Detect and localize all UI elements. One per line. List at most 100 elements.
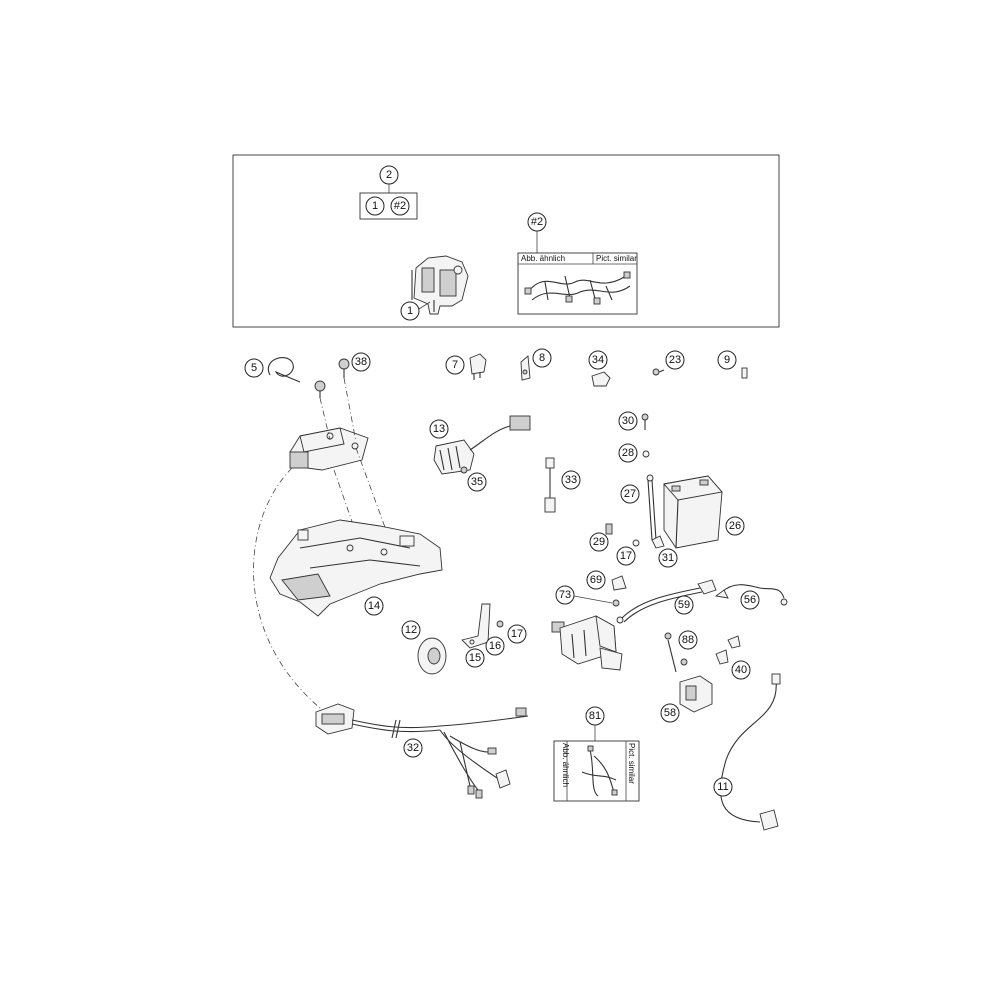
svg-text:#2: #2 <box>531 216 543 228</box>
callout-27[interactable]: 27 <box>620 484 640 504</box>
ground-cable-56-drawing <box>714 584 788 606</box>
screw-30-drawing <box>641 413 649 430</box>
callout-34[interactable]: 34 <box>588 350 608 370</box>
starter-motor-drawing <box>551 615 623 671</box>
callout-15[interactable]: 15 <box>465 648 485 668</box>
screw-35-drawing <box>460 466 468 474</box>
callout-58[interactable]: 58 <box>660 703 680 723</box>
callout-56[interactable]: 56 <box>740 590 760 610</box>
callout-59[interactable]: 59 <box>674 595 694 615</box>
starter-relay-drawing <box>679 675 713 713</box>
callout-12[interactable]: 12 <box>401 620 421 640</box>
harness-note-box <box>517 252 638 315</box>
callout-harness[interactable]: #2 <box>527 212 547 232</box>
svg-text:88: 88 <box>682 634 694 646</box>
callout-40[interactable]: 40 <box>731 660 751 680</box>
callout-17-upper[interactable]: 17 <box>616 546 636 566</box>
svg-text:7: 7 <box>452 359 458 371</box>
subharness-note-box <box>553 740 640 802</box>
note-label-english: Pict. similar <box>596 254 637 263</box>
svg-text:#2: #2 <box>394 200 406 212</box>
callout-17-lower[interactable]: 17 <box>507 624 527 644</box>
svg-text:58: 58 <box>664 707 676 719</box>
callout-30[interactable]: 30 <box>618 411 638 431</box>
callout-88[interactable]: 88 <box>678 630 698 650</box>
callout-8[interactable]: 8 <box>532 348 552 368</box>
svg-text:17: 17 <box>620 550 632 562</box>
screw-29-drawing <box>605 523 613 535</box>
kit-contents-item-harness[interactable]: #2 <box>390 196 410 216</box>
kit-contents-box <box>359 192 418 220</box>
svg-text:11: 11 <box>717 781 728 793</box>
screw-88-drawing <box>664 632 688 673</box>
callout-28[interactable]: 28 <box>618 443 638 463</box>
bracket-8-drawing <box>520 355 531 381</box>
main-harness-drawing <box>524 271 631 305</box>
svg-text:59: 59 <box>678 599 690 611</box>
svg-text:2: 2 <box>386 169 392 181</box>
note-label-german: Abb. ähnlich <box>521 254 565 263</box>
note-label-german-rotated: Abb. ähnlich <box>561 743 570 787</box>
svg-text:8: 8 <box>539 352 545 364</box>
note-label-english-rotated: Pict. similar <box>627 743 636 784</box>
callout-69[interactable]: 69 <box>586 570 606 590</box>
svg-text:69: 69 <box>590 574 602 586</box>
callout-7[interactable]: 7 <box>445 355 465 375</box>
svg-text:1: 1 <box>372 200 378 212</box>
clip-40-drawing <box>715 635 741 665</box>
svg-text:35: 35 <box>471 476 483 488</box>
svg-text:31: 31 <box>662 552 674 564</box>
clamp-34-drawing <box>591 371 611 387</box>
washer-28-drawing <box>642 450 650 458</box>
svg-text:9: 9 <box>724 354 730 366</box>
callout-33[interactable]: 33 <box>561 470 581 490</box>
callout-35[interactable]: 35 <box>467 472 487 492</box>
callout-29[interactable]: 29 <box>589 532 609 552</box>
svg-text:32: 32 <box>407 742 419 754</box>
svg-text:40: 40 <box>735 664 747 676</box>
callout-2[interactable]: 2 <box>379 165 399 185</box>
nut-17-lower-drawing <box>496 620 504 628</box>
kit-frame <box>232 154 780 328</box>
callout-38[interactable]: 38 <box>351 352 371 372</box>
svg-text:33: 33 <box>565 474 577 486</box>
starter-cable-59-drawing <box>616 579 717 624</box>
callout-9[interactable]: 9 <box>717 350 737 370</box>
callout-81[interactable]: 81 <box>585 706 605 726</box>
callout-31[interactable]: 31 <box>658 548 678 568</box>
svg-text:14: 14 <box>368 600 380 612</box>
callout-32[interactable]: 32 <box>403 738 423 758</box>
cable-11-drawing <box>719 673 781 831</box>
battery-drawing <box>663 475 723 549</box>
nut-73-drawing <box>573 595 620 607</box>
ecu-harness-drawing <box>315 703 529 799</box>
svg-text:15: 15 <box>469 652 481 664</box>
svg-text:56: 56 <box>744 594 756 606</box>
fuse-33-drawing <box>544 457 556 513</box>
fuse-bracket-drawing <box>411 255 469 315</box>
nut-23-drawing <box>652 368 665 376</box>
callout-26[interactable]: 26 <box>725 516 745 536</box>
kit-contents-item-1[interactable]: 1 <box>365 196 385 216</box>
cap-69-drawing <box>611 575 627 591</box>
subharness-drawing <box>581 745 618 797</box>
svg-text:16: 16 <box>489 640 501 652</box>
svg-text:38: 38 <box>355 356 367 368</box>
svg-text:13: 13 <box>433 423 445 435</box>
callout-23[interactable]: 23 <box>665 350 685 370</box>
callout-1[interactable]: 1 <box>400 301 420 321</box>
callout-16[interactable]: 16 <box>485 636 505 656</box>
cap-31-drawing <box>651 535 665 549</box>
nut-17-upper-drawing <box>632 539 640 547</box>
callout-73[interactable]: 73 <box>555 585 575 605</box>
svg-text:17: 17 <box>511 628 523 640</box>
callout-14[interactable]: 14 <box>364 596 384 616</box>
voltage-regulator-drawing <box>433 415 531 475</box>
svg-text:27: 27 <box>624 488 636 500</box>
relay-drawing <box>469 353 487 380</box>
terminal-9-drawing <box>741 367 748 379</box>
callout-13[interactable]: 13 <box>429 419 449 439</box>
callout-11[interactable]: 11 <box>713 777 733 797</box>
callout-5[interactable]: 5 <box>244 358 264 378</box>
